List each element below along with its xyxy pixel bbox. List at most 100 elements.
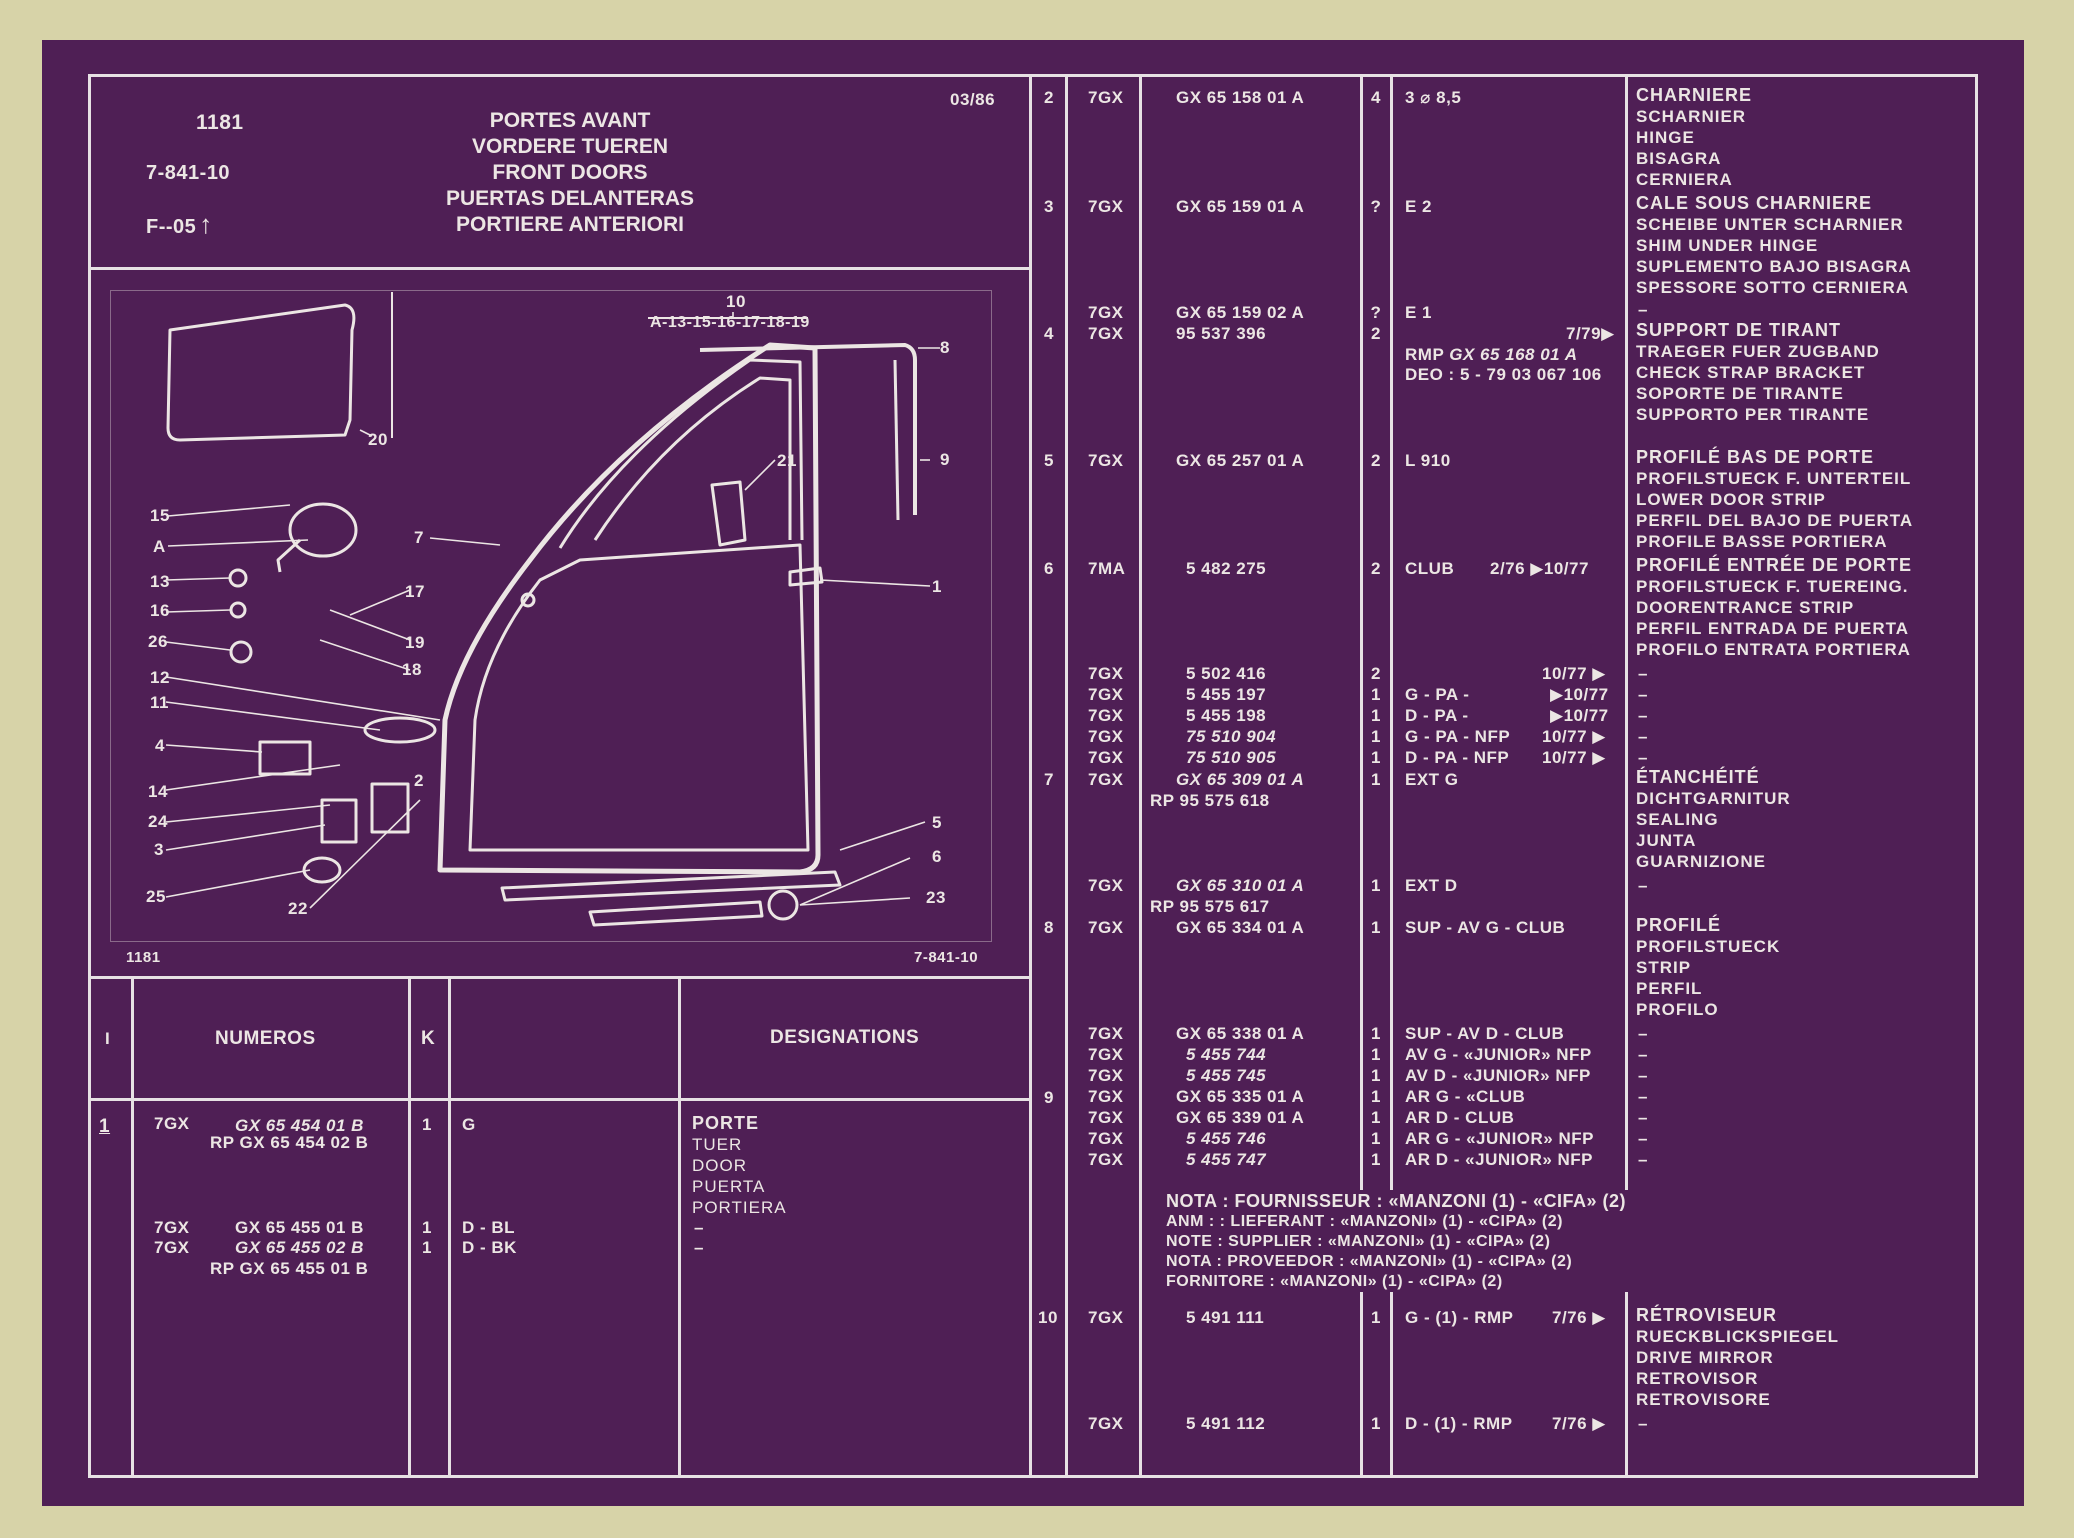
quantity: 1 [422, 1115, 432, 1134]
divider [131, 976, 134, 1478]
variant: AR G - «JUNIOR» NFP [1405, 1129, 1594, 1148]
window-frame-2 [593, 376, 792, 541]
item-code: 7GX [1088, 1414, 1124, 1433]
microfiche-slide [42, 40, 2024, 1506]
item-code: 7GX [1088, 685, 1124, 704]
variant: L 910 [1405, 451, 1451, 470]
designation: – [1638, 664, 1648, 683]
item-index: 5 [1044, 451, 1054, 470]
col-header-k: K [421, 1028, 436, 1049]
row-code: 7GX [154, 1218, 190, 1237]
variant: G - PA - [1405, 685, 1470, 704]
strap-bracket [710, 480, 747, 547]
item-code: 7GX [1088, 88, 1124, 107]
callout-7: 7 [414, 528, 424, 547]
designation-porte: PORTE TUER DOOR PUERTA PORTIERA [692, 1113, 787, 1217]
callout-26: 26 [148, 632, 168, 651]
item-index: 9 [1044, 1088, 1054, 1107]
part-number: GX 65 455 01 B [235, 1218, 364, 1237]
item-code: 7GX [1088, 876, 1124, 895]
date-range: 10/77 ▶ [1542, 748, 1606, 767]
designation: – [1638, 876, 1648, 895]
door-skin-panel [166, 303, 356, 442]
quantity: 1 [1371, 1308, 1381, 1327]
designation: – [1638, 1045, 1648, 1064]
part-number: GX 65 159 02 A [1176, 303, 1305, 322]
deo-note: DEO : 5 - 79 03 067 106 [1405, 365, 1602, 384]
rmp-note: RMP GX 65 168 01 A [1405, 345, 1578, 364]
item-index: 2 [1044, 88, 1054, 107]
item-index: 8 [1044, 918, 1054, 937]
hinge-3 [320, 798, 358, 844]
quantity: 1 [422, 1218, 432, 1237]
title-es: PUERTAS DELANTERAS [445, 187, 695, 210]
callout-13: 13 [150, 572, 170, 591]
designation-profile: PROFILÉ PROFILSTUECK STRIP PERFIL PROFIL… [1636, 915, 1781, 1019]
variant: D - PA - [1405, 706, 1469, 725]
quantity: 2 [1371, 451, 1381, 470]
shim-4 [258, 740, 312, 776]
variant: EXT G [1405, 770, 1459, 789]
date-range: 10/77 ▶ [1542, 664, 1606, 683]
exploded-drawing [110, 290, 992, 942]
callout-10b: A-13-15-16-17-18-19 [650, 314, 810, 331]
designation: – [1638, 1108, 1648, 1127]
variant: 3 ⌀ 8,5 [1405, 88, 1462, 107]
designation-retroviseur: RÉTROVISEUR RUECKBLICKSPIEGEL DRIVE MIRR… [1636, 1305, 1840, 1409]
quantity: 1 [1371, 1045, 1381, 1064]
divider [1029, 74, 1032, 1478]
variant: E 1 [1405, 303, 1433, 322]
part-16 [229, 601, 247, 619]
part-number: GX 65 334 01 A [1176, 918, 1305, 937]
window-frame-1 [558, 358, 804, 549]
part-number: GX 65 159 01 A [1176, 197, 1305, 216]
variant: G - PA - NFP [1405, 727, 1511, 746]
title-fr: PORTES AVANT [489, 109, 651, 132]
designation: – [1638, 1129, 1648, 1148]
variant: CLUB [1405, 559, 1455, 578]
divider [408, 976, 411, 1478]
variant: SUP - AV D - CLUB [1405, 1024, 1565, 1043]
item-code: 7GX [1088, 1308, 1124, 1327]
designation: – [1638, 748, 1648, 767]
divider [1390, 74, 1393, 1478]
date-range: 7/76 ▶ [1552, 1308, 1606, 1327]
callout-25: 25 [146, 887, 166, 906]
divider [1139, 74, 1142, 1478]
variant: AR D - «JUNIOR» NFP [1405, 1150, 1594, 1169]
designation: – [694, 1218, 704, 1237]
callout-11: 11 [150, 693, 169, 712]
quantity: 1 [1371, 727, 1381, 746]
row-index: 1 [99, 1116, 111, 1137]
hinge-2 [370, 782, 410, 834]
item-code: 7GX [1088, 451, 1124, 470]
designation: – [694, 1238, 704, 1257]
part-number: 5 455 746 [1186, 1129, 1267, 1148]
door-handle [788, 566, 824, 587]
callout-12: 12 [150, 668, 170, 687]
item-code: 7GX [1088, 197, 1124, 216]
callout-20: 20 [368, 430, 388, 449]
quantity: 1 [1371, 1414, 1381, 1433]
variant: G [462, 1115, 476, 1134]
variant: EXT D [1405, 876, 1458, 895]
part-number: GX 65 257 01 A [1176, 451, 1305, 470]
part-number: GX 65 310 01 A [1176, 876, 1305, 895]
divider [88, 1098, 1032, 1101]
date-range: 2/76 ▶10/77 [1490, 559, 1589, 578]
part-number: 5 455 197 [1186, 685, 1267, 704]
variant: AV G - «JUNIOR» NFP [1405, 1045, 1592, 1064]
quantity: 2 [1371, 559, 1381, 578]
quantity: ? [1370, 197, 1382, 216]
callout-6: 6 [932, 847, 942, 866]
item-code: 7GX [1088, 324, 1124, 343]
replacement-number: RP 95 575 617 [1150, 897, 1270, 916]
item-code: 7GX [1088, 1045, 1124, 1064]
door-seal-outer [437, 342, 821, 875]
drawing-code: 1181 [126, 949, 161, 966]
col-header-designations: DESIGNATIONS [770, 1027, 920, 1048]
part-number: 5 455 198 [1186, 706, 1267, 725]
designation: – [1638, 1087, 1648, 1106]
callout-14: 14 [148, 782, 168, 801]
sheet-format: F--05↑ [146, 209, 213, 239]
